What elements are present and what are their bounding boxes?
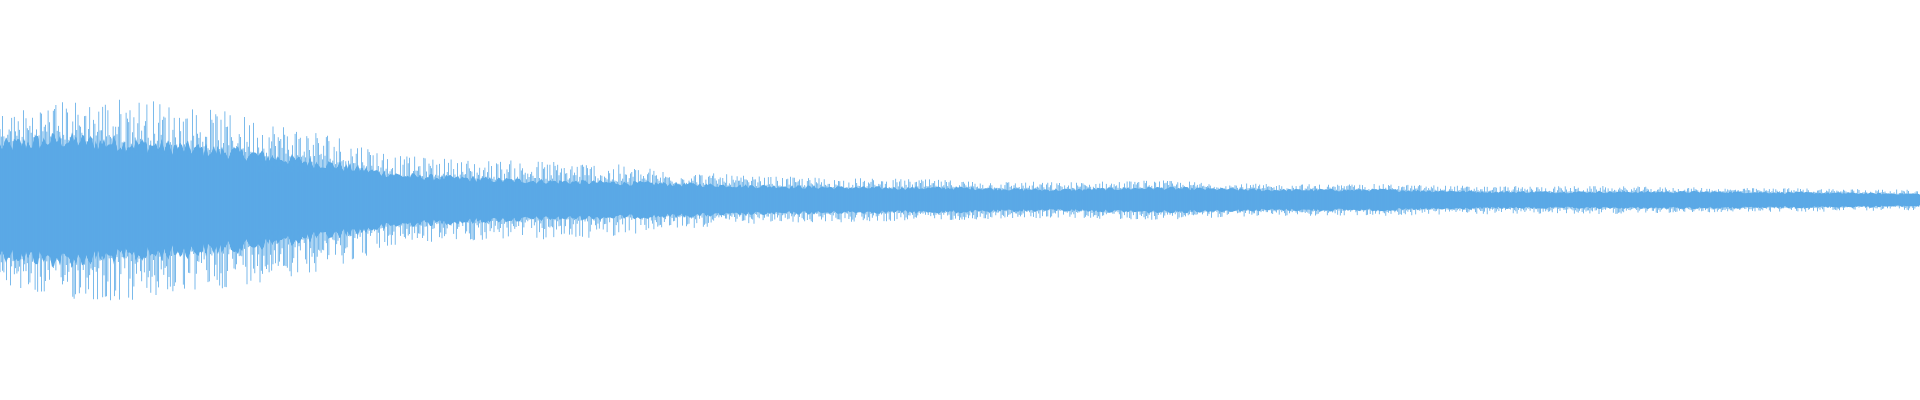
waveform-dense-band — [0, 132, 1920, 268]
waveform-peaks — [0, 99, 1920, 301]
